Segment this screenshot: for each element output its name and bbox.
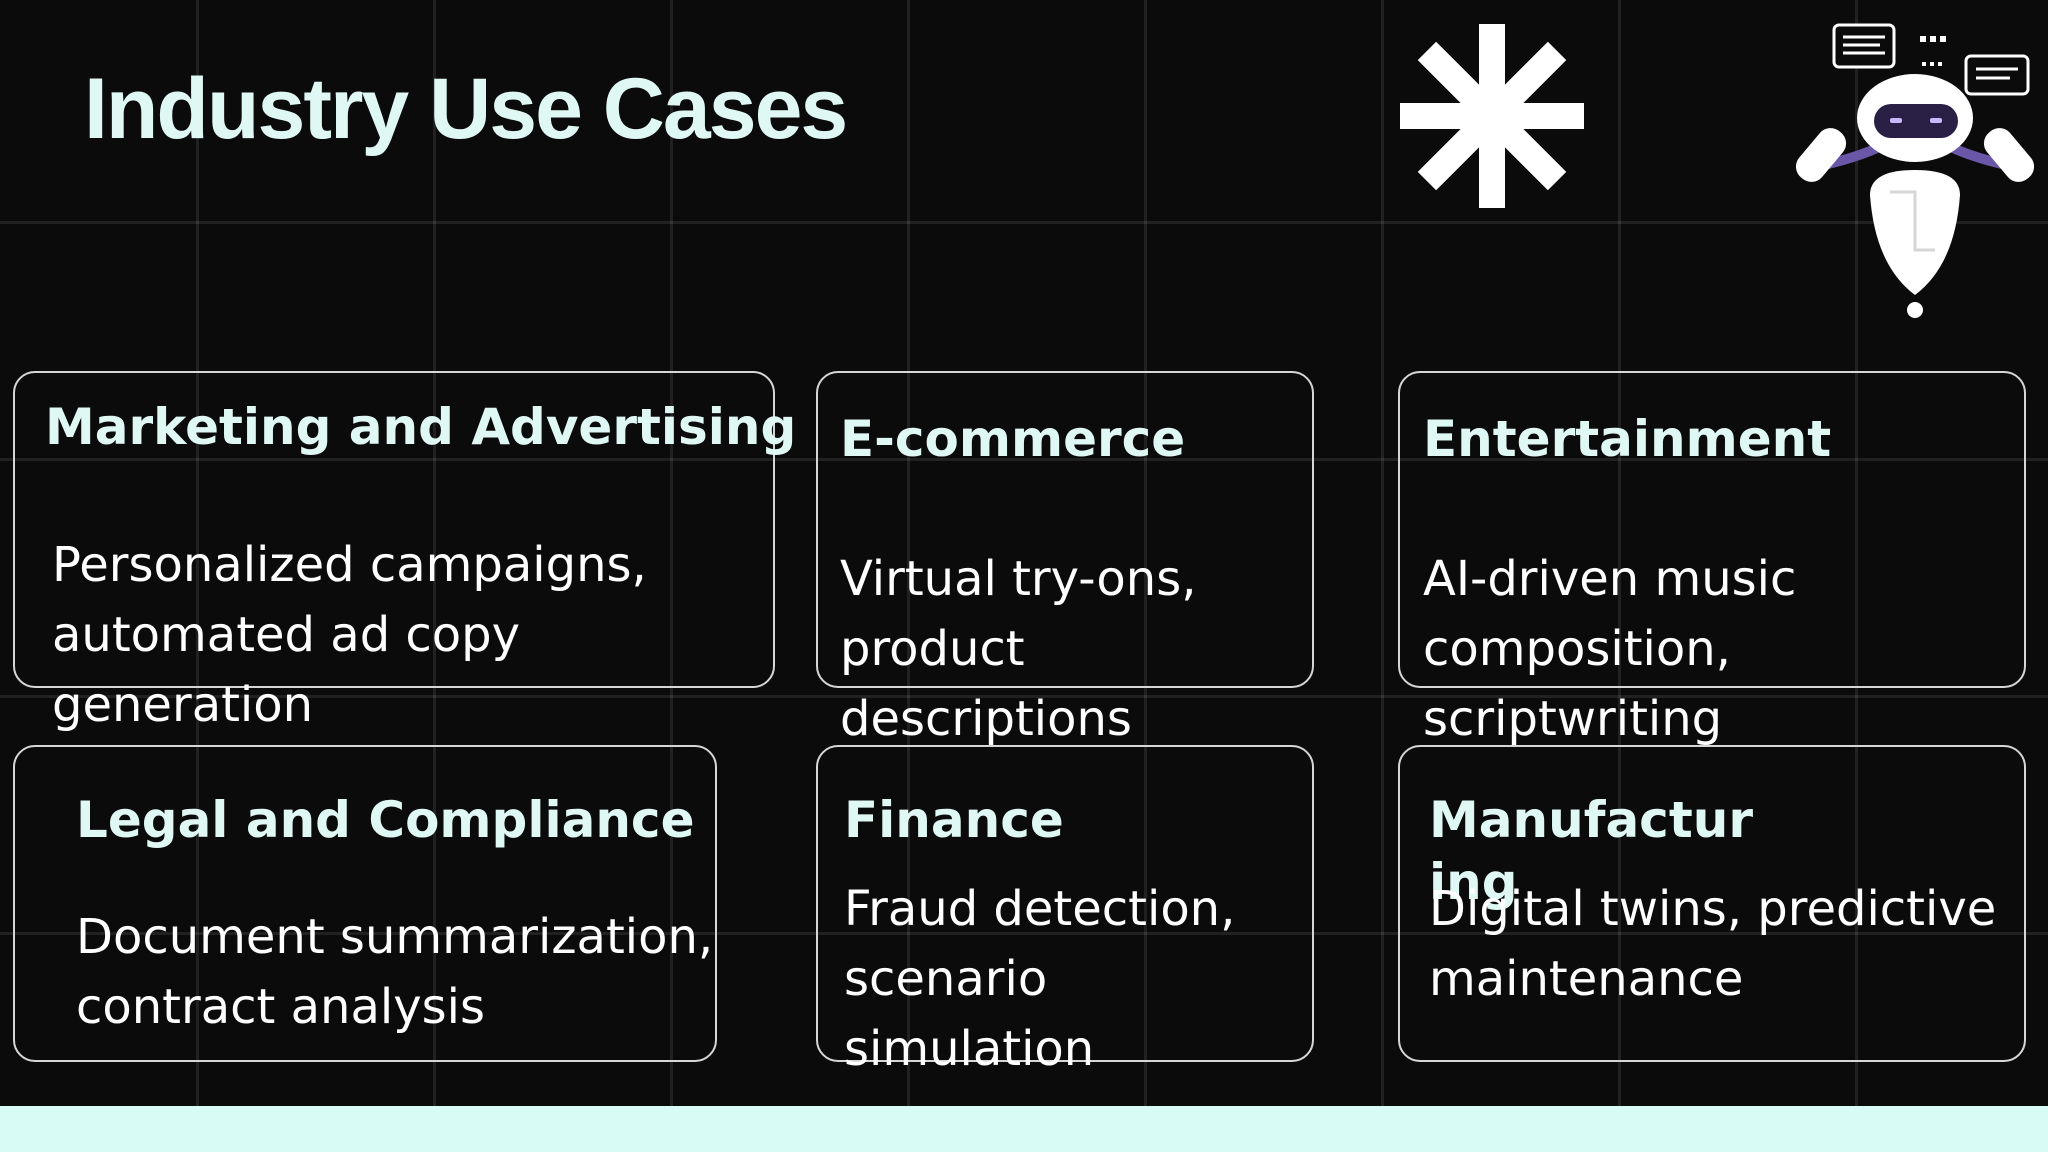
card-text-marketing: Personalized campaigns, automated ad cop… bbox=[52, 537, 647, 733]
bottom-band bbox=[0, 1106, 2048, 1152]
robot-illustration bbox=[1795, 23, 2035, 318]
card-title-marketing: Marketing and Advertising bbox=[45, 398, 797, 456]
card-title-entertainment: Entertainment bbox=[1423, 410, 1832, 468]
card-text-finance: Fraud detection, scenario simulation bbox=[844, 881, 1236, 1077]
card-text-manufacturing: Digital twins, predictive maintenance bbox=[1429, 881, 1997, 1007]
chat-bubble-icon bbox=[1832, 23, 1896, 69]
card-finance bbox=[816, 745, 1314, 1062]
card-title-legal: Legal and Compliance bbox=[76, 791, 695, 849]
slide-title: Industry Use Cases bbox=[84, 61, 848, 157]
card-text-entertainment: AI-driven music composition, scriptwriti… bbox=[1423, 551, 1797, 747]
card-entertainment bbox=[1398, 371, 2026, 688]
asterisk-icon bbox=[1400, 24, 1584, 208]
chat-bubble-icon bbox=[1964, 54, 2030, 96]
card-marketing bbox=[13, 371, 775, 688]
card-title-manufacturing: Manufacturing bbox=[1429, 791, 1753, 911]
card-text-legal: Document summarization, contract analysi… bbox=[76, 909, 714, 1035]
typing-dots-icon bbox=[1920, 36, 1946, 66]
card-title-ecommerce: E-commerce bbox=[840, 410, 1186, 468]
card-text-ecommerce: Virtual try-ons, product descriptions bbox=[840, 551, 1197, 747]
card-legal bbox=[13, 745, 717, 1062]
card-title-finance: Finance bbox=[844, 791, 1064, 849]
card-manufacturing bbox=[1398, 745, 2026, 1062]
card-ecommerce bbox=[816, 371, 1314, 688]
